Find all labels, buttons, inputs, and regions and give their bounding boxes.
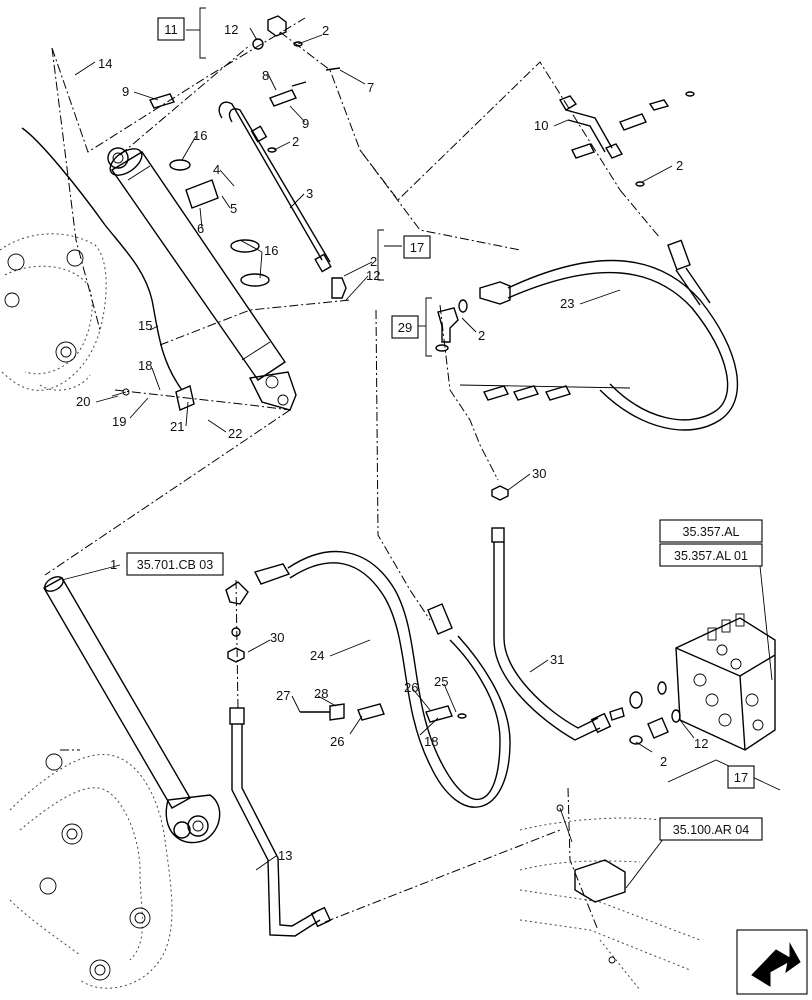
- tube-3: [218, 101, 347, 299]
- callout-2: 2: [676, 158, 683, 173]
- box-29: 29: [391, 315, 419, 339]
- reference-35-357-al-01[interactable]: 35.357.AL 01: [659, 543, 763, 567]
- callout-14: 14: [98, 56, 112, 71]
- callout-28: 28: [314, 686, 328, 701]
- callout-9: 9: [122, 84, 129, 99]
- svg-text:35.701.CB 03: 35.701.CB 03: [137, 558, 213, 572]
- callout-26: 26: [404, 680, 418, 695]
- hydraulic-cylinder: [107, 147, 297, 411]
- callout-15: 15: [138, 318, 152, 333]
- box-11: 11: [157, 17, 185, 41]
- box-17-bottom: 17: [727, 765, 755, 789]
- hose-clamps: [459, 384, 631, 401]
- svg-text:35.357.AL: 35.357.AL: [683, 525, 740, 539]
- callout-6: 6: [197, 221, 204, 236]
- callout-2: 2: [478, 328, 485, 343]
- loader-arm-top-illustration: [0, 233, 107, 391]
- box-17-top: 17: [403, 235, 431, 259]
- callout-22: 22: [228, 426, 242, 441]
- lower-clamps: [300, 703, 467, 723]
- callout-9: 9: [302, 116, 309, 131]
- callout-18: 18: [138, 358, 152, 373]
- tube-13: [229, 707, 332, 937]
- reference-35-357-al[interactable]: 35.357.AL: [659, 519, 763, 543]
- tube-10: [558, 91, 695, 187]
- svg-text:11: 11: [164, 22, 178, 37]
- callout-27: 27: [276, 688, 290, 703]
- callout-31: 31: [550, 652, 564, 667]
- control-valve: [675, 613, 776, 751]
- callout-2: 2: [370, 254, 377, 269]
- callout-20: 20: [76, 394, 90, 409]
- direction-arrow-icon: [736, 929, 808, 995]
- callout-23: 23: [560, 296, 574, 311]
- callout-24: 24: [310, 648, 324, 663]
- valve-fittings: [609, 681, 681, 745]
- svg-text:29: 29: [398, 320, 412, 335]
- callout-7: 7: [367, 80, 374, 95]
- callout-8: 8: [262, 68, 269, 83]
- top-fittings: [111, 15, 341, 411]
- callout-12: 12: [224, 22, 238, 37]
- reference-35-701-cb-03[interactable]: 35.701.CB 03: [126, 552, 224, 576]
- sensor-wire-15: [21, 127, 183, 391]
- elbow-fitting-29: [435, 299, 468, 352]
- svg-text:17: 17: [410, 240, 424, 255]
- callout-18: 18: [424, 734, 438, 749]
- chassis-illustration: [519, 804, 701, 991]
- hose-24: [225, 550, 511, 808]
- callout-10: 10: [534, 118, 548, 133]
- callout-3: 3: [306, 186, 313, 201]
- callout-4: 4: [213, 162, 220, 177]
- tube-31: [491, 485, 612, 741]
- callout-numbers: 12 2 14 9 8 7 9 16 2 4 5 6 3 16 2 12 15 …: [76, 22, 708, 863]
- svg-text:35.100.AR 04: 35.100.AR 04: [673, 823, 749, 837]
- reference-35-100-ar-04[interactable]: 35.100.AR 04: [659, 817, 763, 841]
- callout-16: 16: [193, 128, 207, 143]
- callout-1: 1: [110, 557, 117, 572]
- callout-12: 12: [366, 268, 380, 283]
- callout-25: 25: [434, 674, 448, 689]
- svg-text:35.357.AL 01: 35.357.AL 01: [674, 549, 748, 563]
- callout-16: 16: [264, 243, 278, 258]
- callout-30: 30: [532, 466, 546, 481]
- callout-26: 26: [330, 734, 344, 749]
- callout-21: 21: [170, 419, 184, 434]
- callout-2: 2: [292, 134, 299, 149]
- callout-2: 2: [322, 23, 329, 38]
- callout-30: 30: [270, 630, 284, 645]
- callout-12: 12: [694, 736, 708, 751]
- leader-lines: [61, 7, 781, 889]
- callout-19: 19: [112, 414, 126, 429]
- callout-5: 5: [230, 201, 237, 216]
- hose-23: [479, 239, 739, 431]
- lower-cylinder-1: [43, 576, 221, 844]
- callout-2: 2: [660, 754, 667, 769]
- callout-13: 13: [278, 848, 292, 863]
- loader-arm-lower-illustration: [9, 749, 173, 989]
- assembly-centerlines-top: [44, 17, 661, 931]
- svg-text:17: 17: [734, 770, 748, 785]
